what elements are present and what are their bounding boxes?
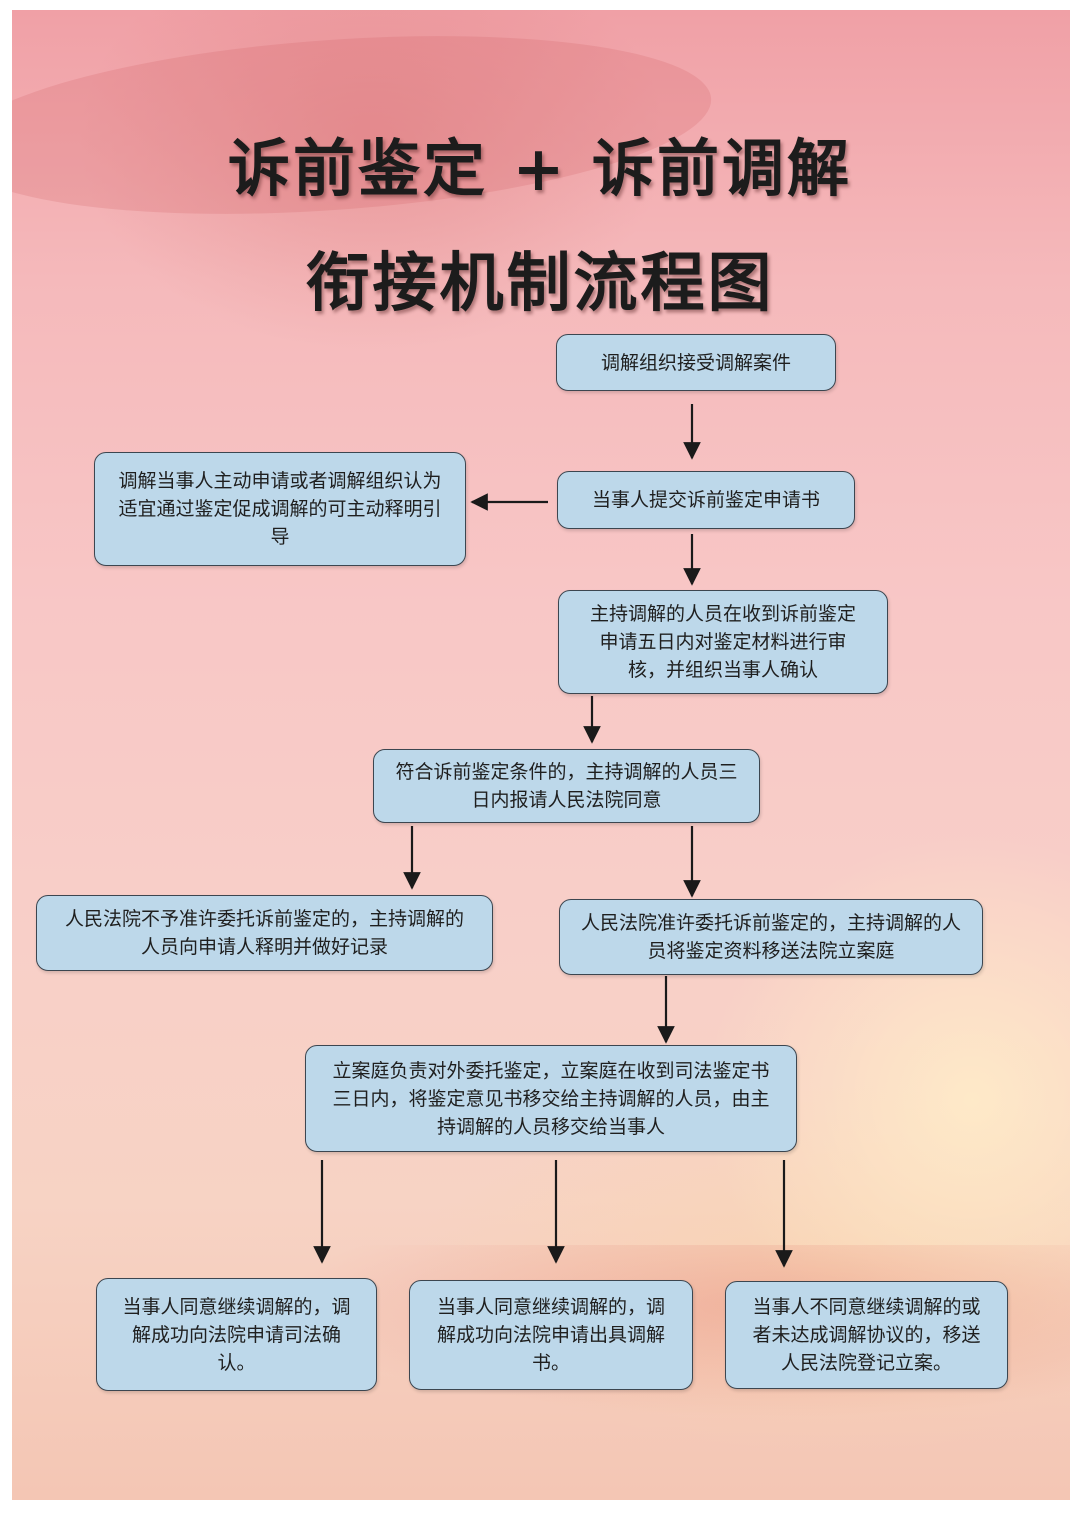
step-report-court: 符合诉前鉴定条件的，主持调解的人员三日内报请人民法院同意 — [373, 749, 760, 823]
step-filing-division: 立案庭负责对外委托鉴定，立案庭在收到司法鉴定书三日内，将鉴定意见书移交给主持调解… — [305, 1045, 797, 1152]
step-court-reject: 人民法院不予准许委托诉前鉴定的，主持调解的人员向申请人释明并做好记录 — [36, 895, 493, 971]
step-receive-case: 调解组织接受调解案件 — [556, 334, 836, 391]
step-court-approve: 人民法院准许委托诉前鉴定的，主持调解的人员将鉴定资料移送法院立案庭 — [559, 899, 983, 975]
title-line-2: 衔接机制流程图 — [305, 246, 775, 321]
outcome-register-case: 当事人不同意继续调解的或者未达成调解协议的，移送人民法院登记立案。 — [725, 1281, 1008, 1389]
outcome-mediation-document: 当事人同意继续调解的，调解成功向法院申请出具调解书。 — [409, 1280, 693, 1390]
step-submit-application: 当事人提交诉前鉴定申请书 — [557, 471, 855, 529]
step-review-materials: 主持调解的人员在收到诉前鉴定申请五日内对鉴定材料进行审核，并组织当事人确认 — [558, 590, 888, 694]
bottom-margin — [0, 1500, 1080, 1527]
outcome-judicial-confirmation: 当事人同意继续调解的，调解成功向法院申请司法确认。 — [96, 1278, 377, 1391]
step-guidance: 调解当事人主动申请或者调解组织认为适宜通过鉴定促成调解的可主动释明引导 — [94, 452, 466, 566]
title-line-1: 诉前鉴定 + 诉前调解 — [227, 132, 853, 205]
